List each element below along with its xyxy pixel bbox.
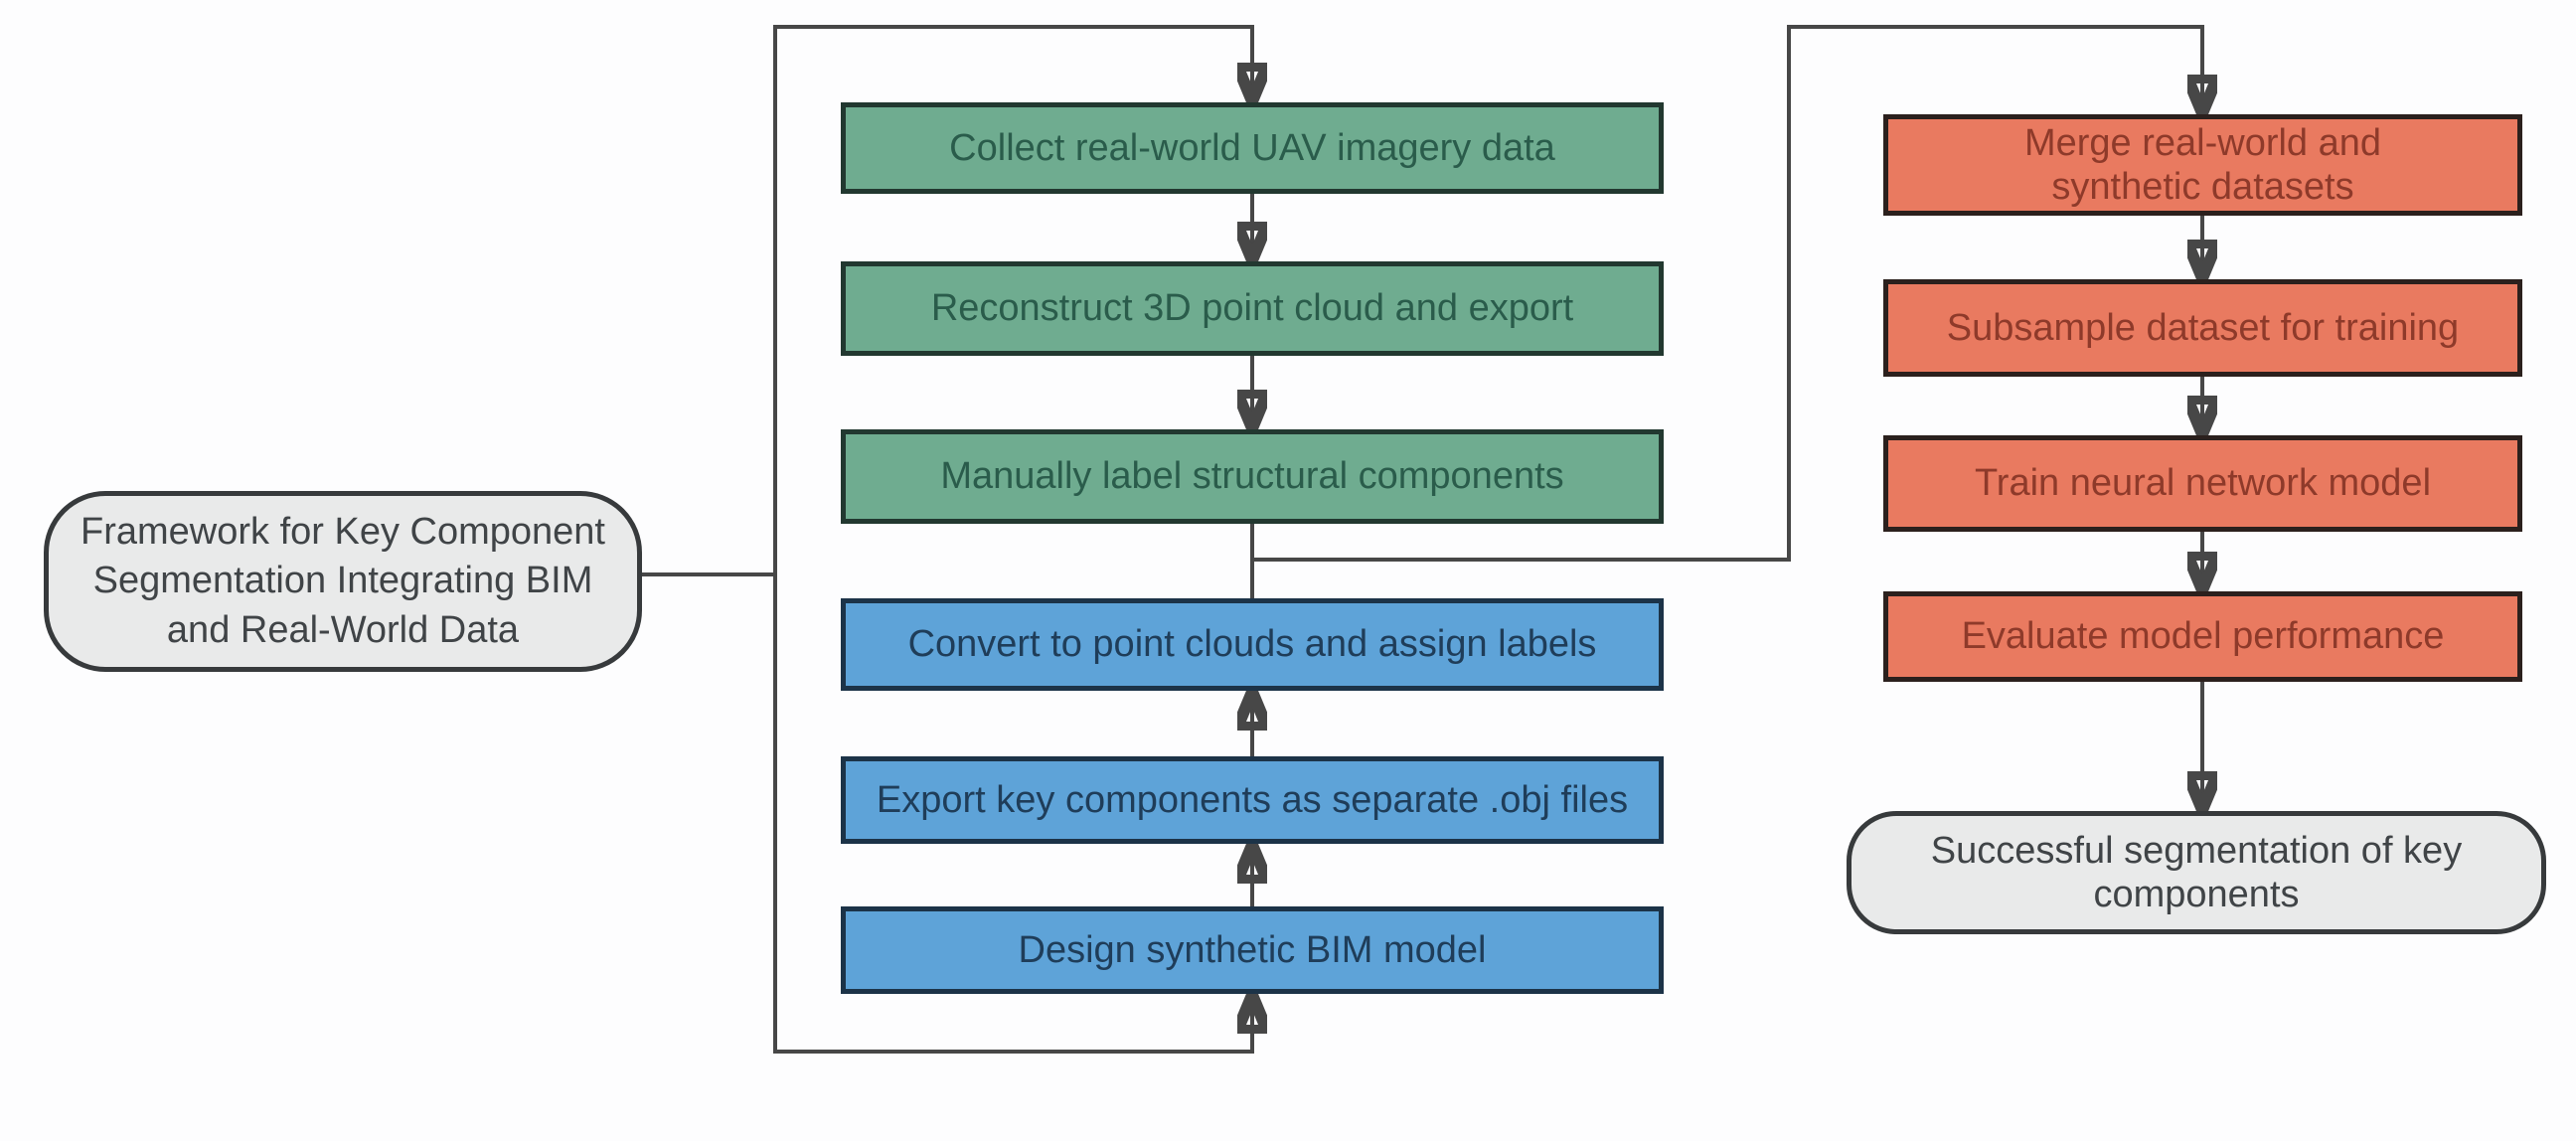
node-train-model: Train neural network model xyxy=(1883,435,2522,532)
node-evaluate-label: Evaluate model performance xyxy=(1961,615,2445,658)
node-merge-datasets: Merge real-world and synthetic datasets xyxy=(1883,114,2522,216)
node-collect-label: Collect real-world UAV imagery data xyxy=(949,126,1555,169)
node-export-obj-files: Export key components as separate .obj f… xyxy=(841,756,1664,844)
node-convert-point-clouds: Convert to point clouds and assign label… xyxy=(841,598,1664,691)
node-manual-label: Manually label structural components xyxy=(940,455,1564,498)
connector-trunk-to-design xyxy=(773,574,1252,1054)
node-evaluate-model: Evaluate model performance xyxy=(1883,591,2522,682)
node-outcome-label: Successful segmentation of key component… xyxy=(1930,829,2463,915)
node-reconstruct-label: Reconstruct 3D point cloud and export xyxy=(930,287,1574,330)
node-design-bim-model: Design synthetic BIM model xyxy=(841,906,1664,994)
node-subsample-dataset: Subsample dataset for training xyxy=(1883,279,2522,377)
node-manually-label: Manually label structural components xyxy=(841,429,1664,524)
node-outcome: Successful segmentation of key component… xyxy=(1847,811,2546,934)
node-convert-label: Convert to point clouds and assign label… xyxy=(907,623,1597,666)
node-merge-label: Merge real-world and synthetic datasets xyxy=(2023,121,2382,208)
node-framework: Framework for Key Component Segmentation… xyxy=(44,491,642,672)
node-export-label: Export key components as separate .obj f… xyxy=(876,778,1629,821)
node-design-label: Design synthetic BIM model xyxy=(1018,928,1487,971)
node-train-label: Train neural network model xyxy=(1974,462,2432,505)
node-collect-uav-data: Collect real-world UAV imagery data xyxy=(841,102,1664,194)
node-reconstruct-point-cloud: Reconstruct 3D point cloud and export xyxy=(841,261,1664,356)
connector-junction-merge xyxy=(1252,25,2202,562)
node-subsample-label: Subsample dataset for training xyxy=(1946,306,2460,349)
connector-trunk-to-collect xyxy=(773,25,1252,574)
node-framework-label: Framework for Key Component Segmentation… xyxy=(80,510,605,651)
